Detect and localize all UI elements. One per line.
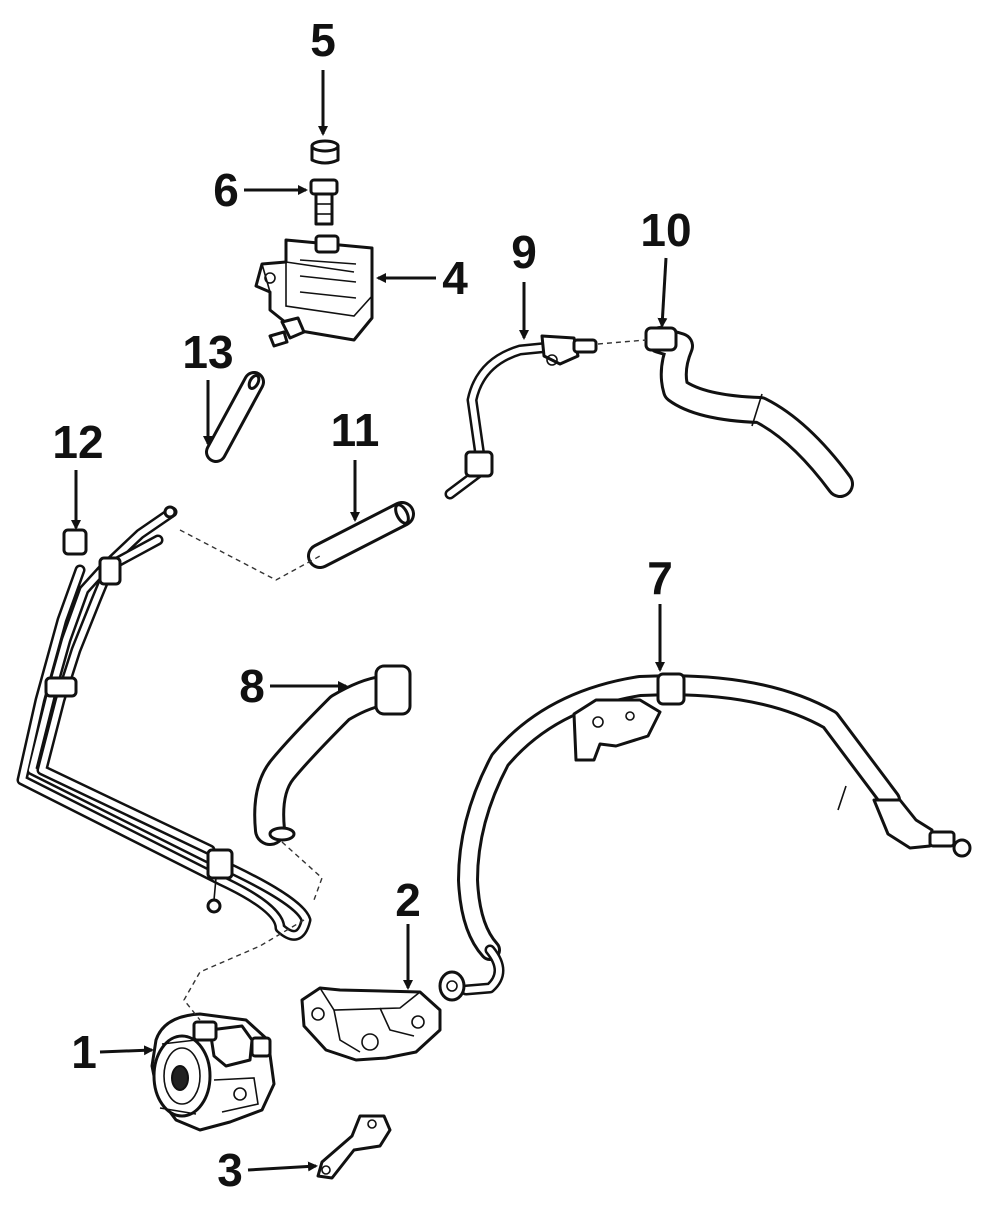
power-steering-pump-part [150,1012,276,1132]
pump-bracket-part [300,986,442,1062]
callout-labels: 5 6 4 9 10 13 11 12 8 7 2 1 3 [52,14,691,1196]
callout-12: 12 [52,416,103,468]
supply-hose-part [644,326,854,498]
callout-7: 7 [647,552,673,604]
pressure-hose-part [438,672,972,1002]
return-pipe-part [444,334,598,500]
reservoir-cap-part [310,139,340,165]
cooler-lines-part [16,505,312,941]
callout-3: 3 [217,1144,243,1196]
callout-8: 8 [239,660,265,712]
small-hose-part [205,371,265,463]
callout-9: 9 [511,226,537,278]
callout-4: 4 [442,252,468,304]
callout-5: 5 [310,14,336,66]
callout-1: 1 [71,1026,97,1078]
callout-2: 2 [395,874,421,926]
return-hose-part [253,664,412,846]
callout-6: 6 [213,164,239,216]
short-hose-part [307,501,415,569]
callout-arrows [71,70,668,1172]
reservoir-part [254,234,374,348]
reservoir-bolt-part [309,178,339,226]
callout-11: 11 [331,404,380,456]
connection-lines [179,339,647,1021]
callout-10: 10 [640,204,691,256]
callout-13: 13 [182,326,233,378]
small-bracket-part [316,1114,392,1180]
